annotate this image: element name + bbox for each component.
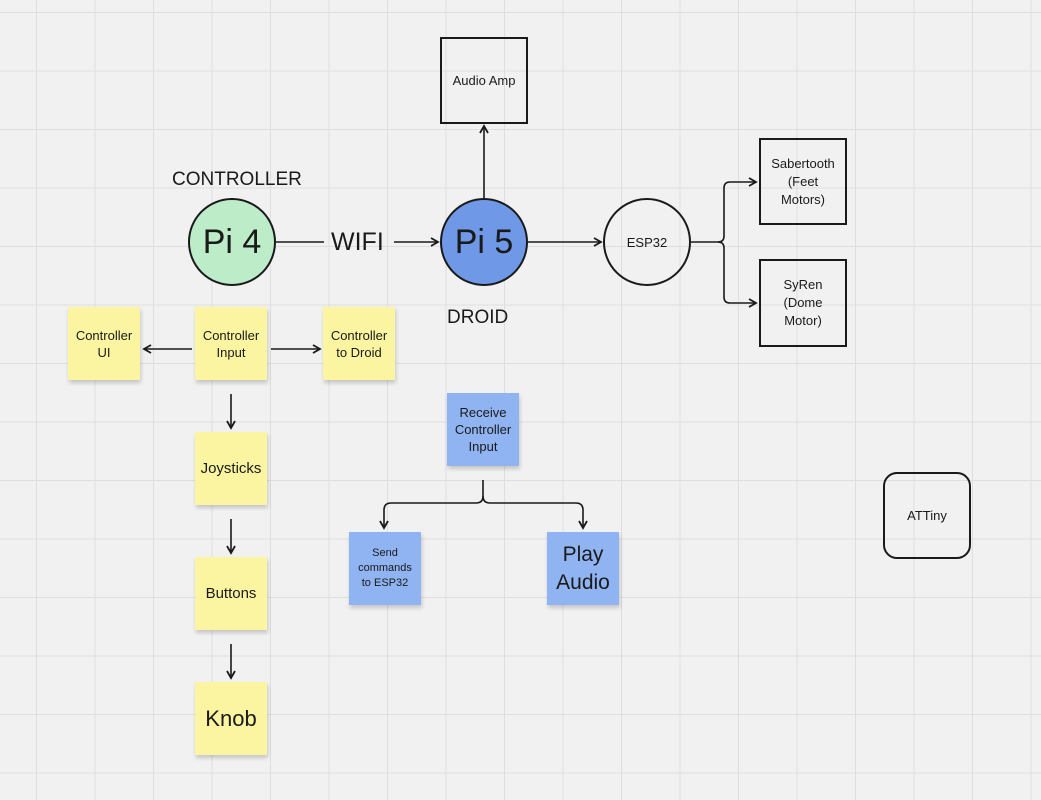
play-audio-note[interactable]: Play Audio bbox=[547, 532, 619, 605]
droid-heading: DROID bbox=[447, 307, 509, 328]
controller-to-droid-note[interactable]: Controller to Droid bbox=[323, 307, 395, 380]
connector-esp32-motors bbox=[690, 177, 758, 243]
sabertooth-box[interactable]: Sabertooth (Feet Motors) bbox=[759, 138, 847, 225]
syren-box[interactable]: SyRen (Dome Motor) bbox=[759, 259, 847, 347]
pi5-node[interactable]: Pi 5 bbox=[440, 198, 528, 286]
joysticks-note[interactable]: Joysticks bbox=[195, 432, 267, 505]
esp32-node[interactable]: ESP32 bbox=[603, 198, 691, 286]
wifi-label: WIFI bbox=[331, 228, 384, 256]
controller-input-note[interactable]: Controller Input bbox=[195, 307, 267, 380]
send-commands-note[interactable]: Send commands to ESP32 bbox=[349, 532, 421, 605]
connector-receive-split bbox=[379, 480, 484, 530]
audio-amp-box[interactable]: Audio Amp bbox=[440, 37, 528, 124]
connector-receive-play bbox=[482, 495, 588, 530]
controller-ui-note[interactable]: Controller UI bbox=[68, 307, 140, 380]
attiny-box[interactable]: ATTiny bbox=[883, 472, 971, 559]
buttons-note[interactable]: Buttons bbox=[195, 557, 267, 630]
knob-note[interactable]: Knob bbox=[195, 682, 267, 755]
connector-esp32-syren bbox=[717, 241, 758, 308]
pi4-node[interactable]: Pi 4 bbox=[188, 198, 276, 286]
receive-controller-input-note[interactable]: Receive Controller Input bbox=[447, 393, 519, 466]
controller-heading: CONTROLLER bbox=[172, 169, 302, 190]
